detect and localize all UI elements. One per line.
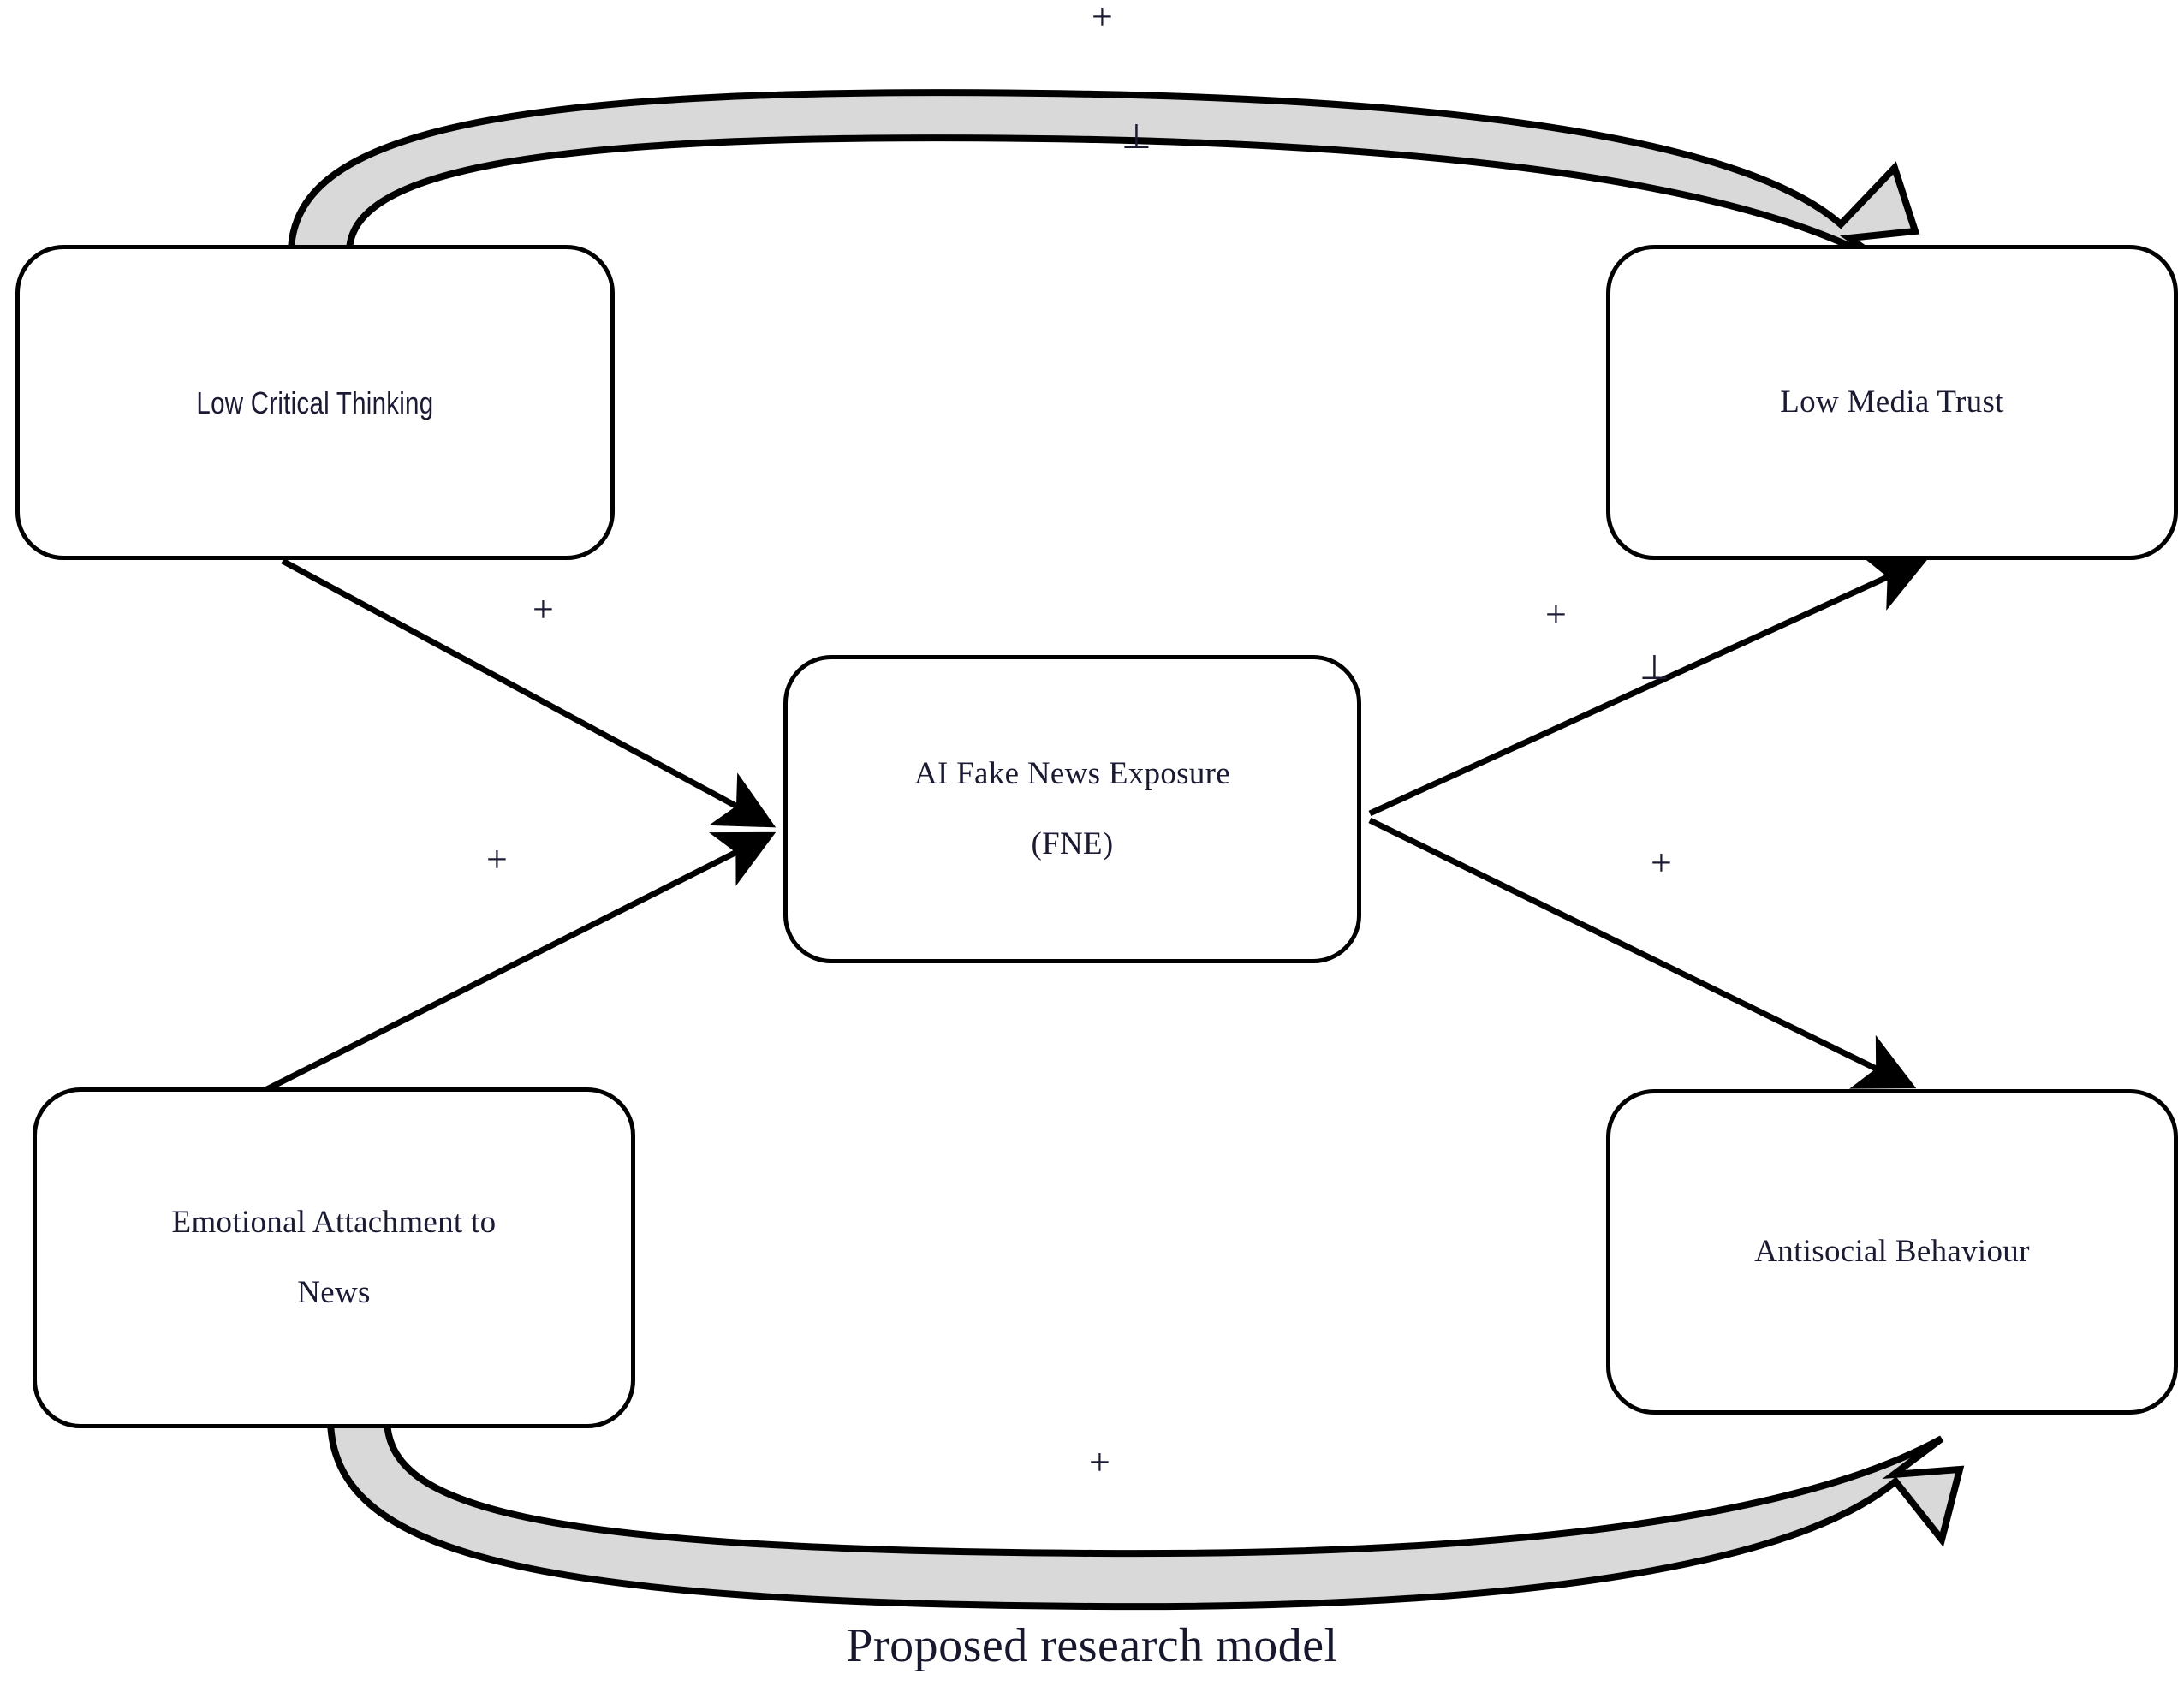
node-label-line-1: AI Fake News Exposure <box>913 755 1231 791</box>
edge-lct-to-lmt-block-arrow <box>287 89 1920 274</box>
node-antisocial-behaviour[interactable]: Antisocial Behaviour <box>1606 1089 2178 1415</box>
edge-ean-to-asb-block-arrow <box>326 1418 1965 1611</box>
node-label-line-1: Emotional Attachment to <box>171 1204 497 1240</box>
sign-right-perpendicular: ⊥ <box>1639 648 1669 687</box>
edge-fne-to-asb <box>1368 817 1917 1089</box>
sign-lower-right-plus: + <box>1651 842 1672 884</box>
edge-ean-to-fne <box>247 831 777 1102</box>
node-low-media-trust[interactable]: Low Media Trust <box>1606 245 2178 560</box>
sign-top-perpendicular: ⊥ <box>1122 117 1152 156</box>
edge-fne-to-lmt <box>1368 556 1929 817</box>
node-label: Low Media Trust <box>1780 384 2004 420</box>
sign-upper-right-plus: + <box>1545 593 1567 635</box>
node-low-critical-thinking[interactable]: Low Critical Thinking <box>15 245 615 560</box>
node-label-line-2: (FNE) <box>1031 826 1114 861</box>
sign-top-plus: + <box>1092 0 1113 38</box>
sign-lower-left-plus: + <box>486 838 508 880</box>
node-label: Antisocial Behaviour <box>1754 1233 2030 1269</box>
sign-bottom-plus: + <box>1089 1441 1110 1483</box>
node-label-line-2: News <box>297 1275 371 1310</box>
sign-upper-left-plus: + <box>533 588 554 630</box>
node-emotional-attachment-to-news[interactable]: Emotional Attachment to News <box>33 1087 635 1428</box>
node-ai-fake-news-exposure[interactable]: AI Fake News Exposure (FNE) <box>783 655 1361 963</box>
node-label: Low Critical Thinking <box>196 384 434 420</box>
edge-lct-to-fne <box>281 557 777 828</box>
figure-caption: Proposed research model <box>846 1619 1338 1672</box>
